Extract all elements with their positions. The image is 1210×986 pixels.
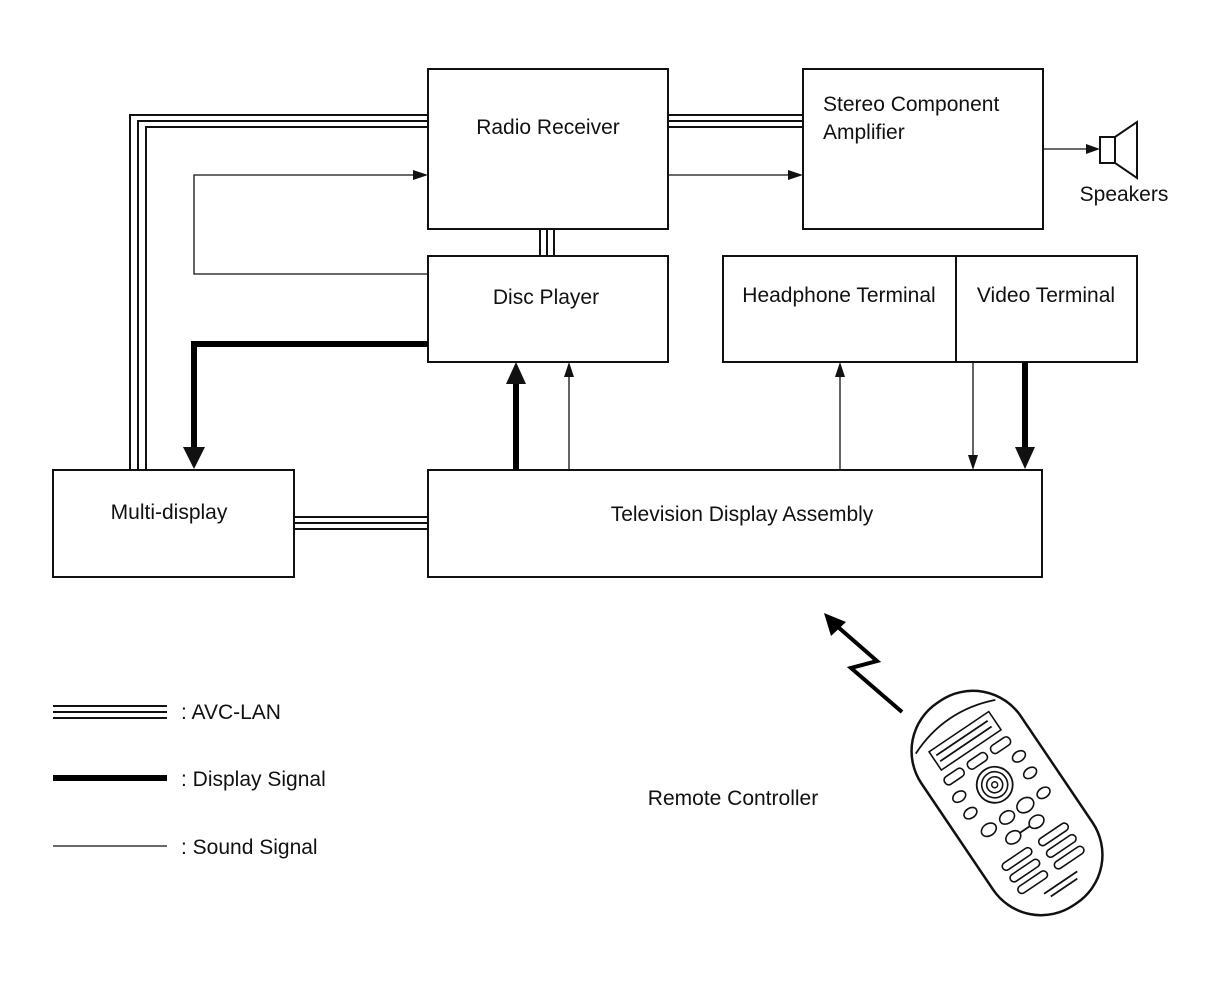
video-terminal-label: Video Terminal: [977, 284, 1115, 307]
sound-disc-to-radio: [193, 170, 428, 275]
sound-radio-to-amplifier: [668, 170, 803, 180]
legend-sound-signal: : Sound Signal: [53, 836, 318, 859]
headphone-terminal-block: Headphone Terminal: [722, 255, 957, 363]
legend-sound-signal-label: : Sound Signal: [181, 836, 318, 859]
disc-player-label: Disc Player: [493, 286, 599, 309]
tv-display-assembly-label: Television Display Assembly: [611, 503, 874, 526]
display-disc-to-multi-display: [183, 341, 428, 469]
headphone-terminal-label: Headphone Terminal: [742, 284, 935, 307]
video-terminal-block: Video Terminal: [955, 255, 1138, 363]
avc-lan-multi-display-to-tv: [294, 516, 428, 530]
radio-receiver-label: Radio Receiver: [476, 116, 620, 139]
remote-control-icon: [910, 689, 1104, 917]
sound-tv-to-disc-player: [564, 362, 574, 470]
avc-lan-radio-to-disc-player: [539, 229, 555, 256]
multi-display-label: Multi-display: [111, 501, 228, 524]
speaker-icon: [1099, 120, 1138, 180]
legend-avc-lan-label: : AVC-LAN: [181, 701, 281, 724]
sound-video-terminal-to-tv: [968, 362, 978, 470]
stereo-amplifier-label-line2: Amplifier: [823, 121, 905, 144]
sound-tv-to-headphone-terminal: [835, 362, 845, 470]
legend: : AVC-LAN : Display Signal : Sound Signa…: [53, 701, 326, 859]
stereo-amplifier-label-line1: Stereo Component: [823, 93, 999, 116]
multi-display-block: Multi-display: [52, 469, 295, 578]
speakers-label: Speakers: [1080, 183, 1169, 206]
legend-avc-lan: : AVC-LAN: [53, 701, 281, 724]
remote-controller-label: Remote Controller: [648, 787, 818, 810]
tv-display-assembly-block: Television Display Assembly: [427, 469, 1043, 578]
avc-lan-radio-to-amplifier: [668, 114, 803, 128]
wireless-signal-icon: [824, 613, 904, 714]
disc-player-block: Disc Player: [427, 255, 669, 363]
stereo-amplifier-block: Stereo Component Amplifier: [802, 68, 1044, 230]
display-video-terminal-to-tv: [1015, 362, 1035, 469]
radio-receiver-block: Radio Receiver: [427, 68, 669, 230]
display-tv-to-disc-player: [506, 362, 526, 470]
legend-display-signal: : Display Signal: [53, 768, 326, 791]
sound-amplifier-to-speakers: [1043, 144, 1100, 154]
legend-display-signal-label: : Display Signal: [181, 768, 326, 791]
avc-lan-multi-display-to-radio: [129, 114, 428, 470]
